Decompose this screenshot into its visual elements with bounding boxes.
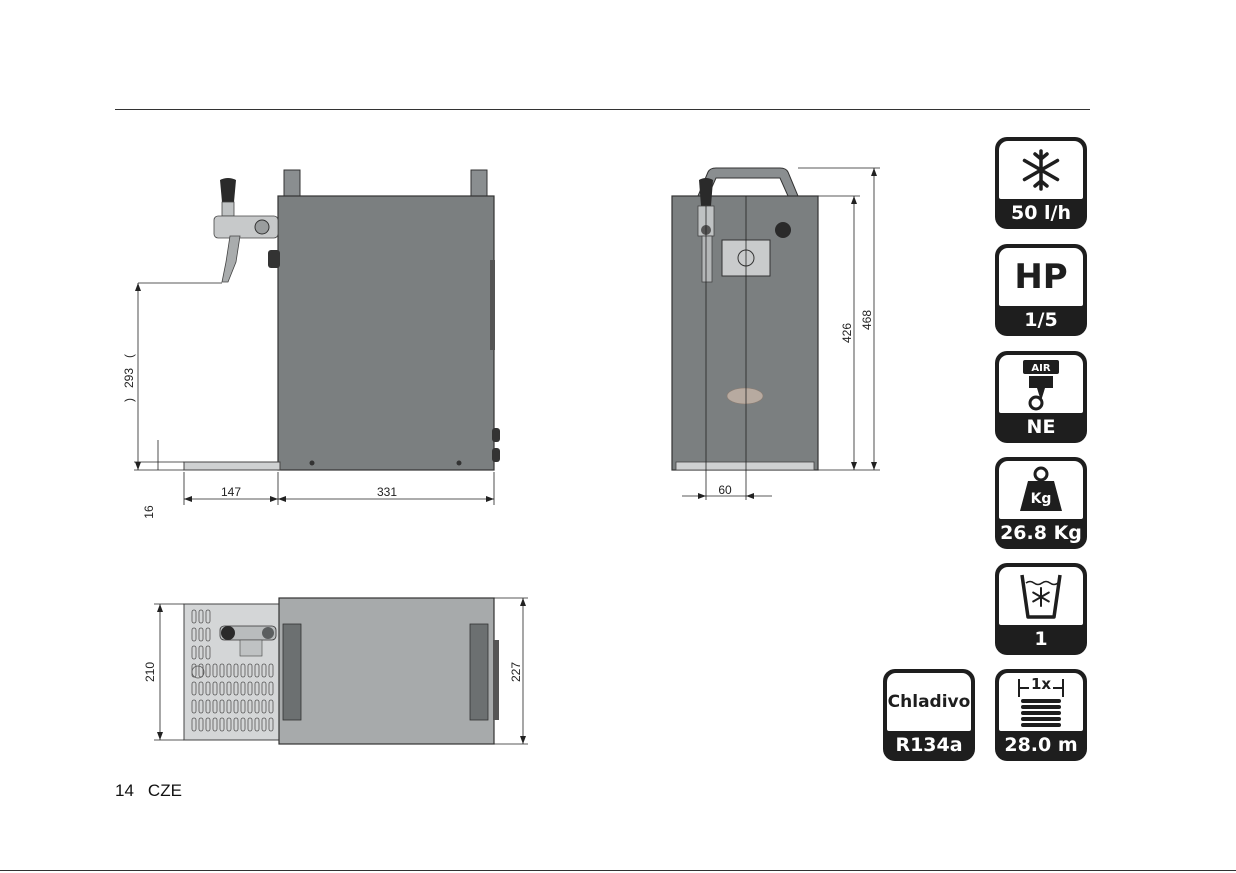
side-view-drawing: 293 ( ) 16 147 331 [122,169,500,519]
bottom-rule [0,870,1236,871]
tray-slot [198,681,204,696]
tray-slot [226,663,232,678]
tray-slot [247,663,253,678]
tray-slot [198,645,204,660]
tray-slot [191,717,197,732]
tray-slot [212,663,218,678]
snowflake-icon [1022,149,1060,191]
dim-body-width: 227 [509,662,523,682]
tray-slot [191,681,197,696]
tray-slot [198,699,204,714]
tray-slot [205,717,211,732]
tray-slot [226,699,232,714]
tray-slot [268,681,274,696]
tray-slot [205,681,211,696]
badge-coil-length: 1x 28.0 m [995,669,1087,761]
top-view-drawing: 210 227 [143,597,528,745]
tray-slot [247,681,253,696]
refrigerant-label: Chladivo [887,692,971,712]
tray-slot [212,699,218,714]
tray-slot [191,627,197,642]
tray-slot [233,717,239,732]
tray-slot [205,699,211,714]
tray-slot [191,699,197,714]
tray-slot [233,699,239,714]
tray-slot [191,609,197,624]
coil-icon: 1x [1018,675,1064,727]
tray-slot [261,717,267,732]
tray-slot [240,717,246,732]
badge-refrigerant: Chladivo R134a [883,669,975,761]
tray-slot [247,699,253,714]
tray-slot [261,681,267,696]
dim-tap-offset: 60 [718,483,732,497]
svg-text:): ) [122,398,136,402]
tray-slot [219,717,225,732]
tray-slot [219,663,225,678]
tray-slot [233,681,239,696]
dim-body-height: 426 [840,323,854,343]
top-rule [115,109,1090,110]
air-compressor-value: NE [1026,416,1056,438]
tray-slot [268,717,274,732]
coil-count-label: 1x [1031,675,1051,693]
tray-slot [219,681,225,696]
tray-slot [254,717,260,732]
page-footer: 14 CZE [115,781,196,801]
hp-label: HP [1014,257,1068,297]
tray-slot [226,717,232,732]
cooling-cup-icon [1020,574,1062,619]
tray-slot [240,663,246,678]
compressor-power-value: 1/5 [1024,309,1058,331]
badge-compressor-power: HP 1/5 [995,244,1087,336]
tray-slot [254,663,260,678]
language-code: CZE [147,781,182,800]
air-label: AIR [1031,363,1050,374]
tray-slot [233,663,239,678]
weight-value: 26.8 Kg [1000,522,1082,544]
cooling-capacity-value: 50 l/h [1010,202,1072,224]
tray-slot [205,663,211,678]
badge-cooling-circuits: 1 [995,563,1087,655]
dim-tray-height: 16 [142,505,156,519]
tray-slot [226,681,232,696]
tray-slot [198,609,204,624]
dim-body-depth: 331 [377,485,397,499]
air-compressor-icon: AIR [1023,360,1059,411]
dim-height-tap: 293 [122,368,136,388]
tray-slot [261,663,267,678]
tray-slot [205,645,211,660]
cooling-circuits-value: 1 [1034,628,1048,650]
refrigerant-value: R134a [895,734,963,756]
tray-slot [268,663,274,678]
tray-slot [191,645,197,660]
svg-text:(: ( [122,354,136,358]
badge-cooling-capacity: 50 l/h [995,137,1087,229]
tray-slot [240,699,246,714]
tray-slot [261,699,267,714]
coil-length-value: 28.0 m [1004,734,1078,756]
weight-icon: Kg [1020,466,1062,511]
tray-slot [198,627,204,642]
badge-weight: Kg 26.8 Kg [995,457,1087,549]
tray-slot [212,681,218,696]
tray-slot [219,699,225,714]
dim-tray-depth: 147 [221,485,241,499]
tray-slot [254,681,260,696]
tray-slot [240,681,246,696]
tray-slot [212,717,218,732]
dim-total-height: 468 [860,310,874,330]
page-number: 14 [115,781,134,800]
tray-slot [205,609,211,624]
badge-air-compressor: AIR NE [995,351,1087,443]
front-view-drawing: 60 426 468 [671,167,880,500]
tray-slot [254,699,260,714]
kg-label: Kg [1031,491,1052,507]
tray-slot [198,717,204,732]
tray-slot [205,627,211,642]
tray-slot [247,717,253,732]
dim-tray-width: 210 [143,662,157,682]
tray-slot [268,699,274,714]
